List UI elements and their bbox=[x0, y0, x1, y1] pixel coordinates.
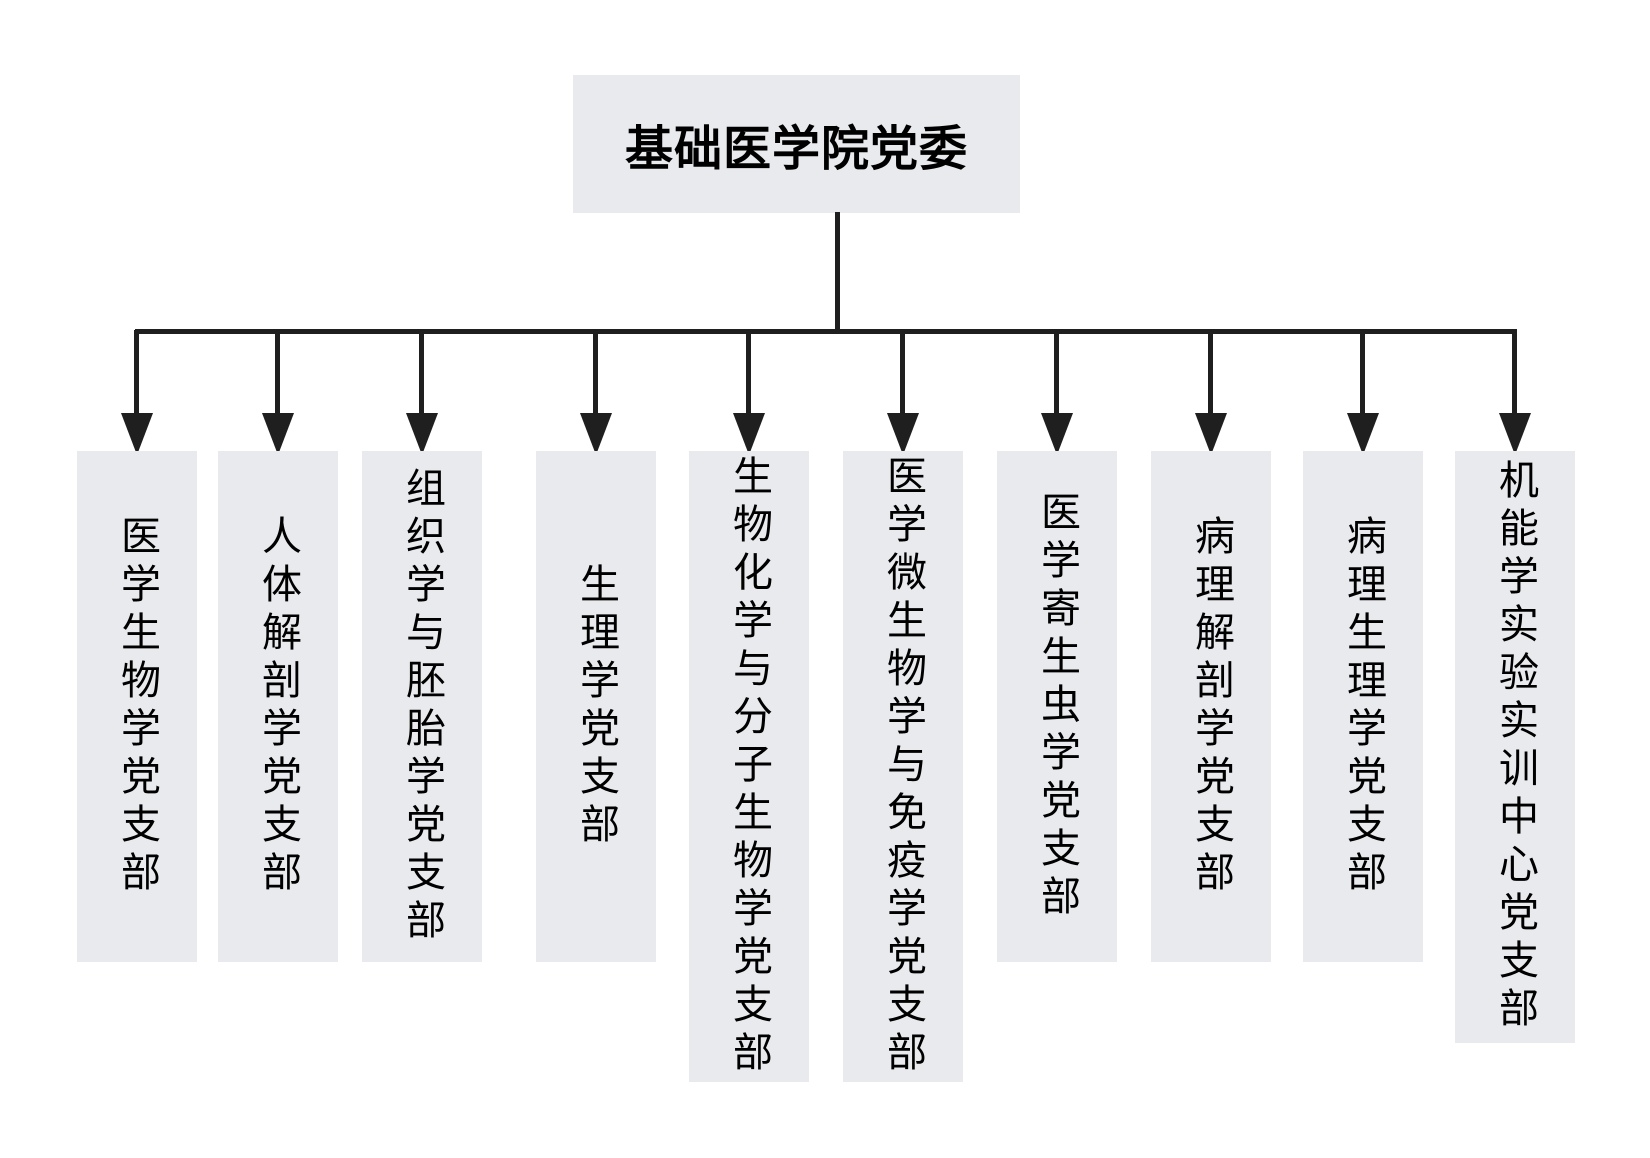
branch-arrow-line bbox=[419, 330, 424, 418]
branch-node: 组织学与胚胎学党支部 bbox=[362, 451, 482, 962]
branch-node: 人体解剖学党支部 bbox=[218, 451, 338, 962]
branch-node: 医学微生物学与免疫学党支部 bbox=[843, 451, 963, 1082]
branch-node: 生物化学与分子生物学党支部 bbox=[689, 451, 809, 1082]
arrow-down-icon bbox=[733, 413, 765, 455]
branch-node-label: 病理生理学党支部 bbox=[1341, 514, 1385, 899]
branch-node: 病理生理学党支部 bbox=[1303, 451, 1423, 962]
branch-arrow-line bbox=[275, 330, 280, 418]
branch-node: 病理解剖学党支部 bbox=[1151, 451, 1271, 962]
branch-node: 生理学党支部 bbox=[536, 451, 656, 962]
root-node: 基础医学院党委 bbox=[573, 75, 1020, 213]
root-stem-line bbox=[835, 212, 840, 334]
branch-bus-line bbox=[135, 329, 1517, 334]
branch-node: 医学生物学党支部 bbox=[77, 451, 197, 962]
branch-arrow-line bbox=[900, 330, 905, 418]
branch-node-label: 生理学党支部 bbox=[574, 562, 618, 851]
branch-arrow-line bbox=[746, 330, 751, 418]
arrow-down-icon bbox=[1499, 413, 1531, 455]
branch-arrow-line bbox=[134, 330, 139, 418]
branch-node-label: 生物化学与分子生物学党支部 bbox=[727, 454, 771, 1079]
branch-node-label: 组织学与胚胎学党支部 bbox=[400, 466, 444, 947]
arrow-down-icon bbox=[1195, 413, 1227, 455]
branch-arrow-line bbox=[1512, 330, 1517, 418]
branch-node: 医学寄生虫学党支部 bbox=[997, 451, 1117, 962]
branch-node-label: 人体解剖学党支部 bbox=[256, 514, 300, 899]
arrow-down-icon bbox=[406, 413, 438, 455]
branch-arrow-line bbox=[1054, 330, 1059, 418]
arrow-down-icon bbox=[121, 413, 153, 455]
arrow-down-icon bbox=[580, 413, 612, 455]
branch-node: 机能学实验实训中心党支部 bbox=[1455, 451, 1575, 1043]
branch-node-label: 医学生物学党支部 bbox=[115, 514, 159, 899]
branch-arrow-line bbox=[1360, 330, 1365, 418]
arrow-down-icon bbox=[1347, 413, 1379, 455]
branch-node-label: 病理解剖学党支部 bbox=[1189, 514, 1233, 899]
arrow-down-icon bbox=[1041, 413, 1073, 455]
branch-arrow-line bbox=[593, 330, 598, 418]
arrow-down-icon bbox=[262, 413, 294, 455]
branch-node-label: 医学微生物学与免疫学党支部 bbox=[881, 454, 925, 1079]
branch-node-label: 机能学实验实训中心党支部 bbox=[1493, 459, 1537, 1035]
arrow-down-icon bbox=[887, 413, 919, 455]
branch-arrow-line bbox=[1208, 330, 1213, 418]
branch-node-label: 医学寄生虫学党支部 bbox=[1035, 490, 1079, 923]
root-node-label: 基础医学院党委 bbox=[624, 123, 968, 176]
